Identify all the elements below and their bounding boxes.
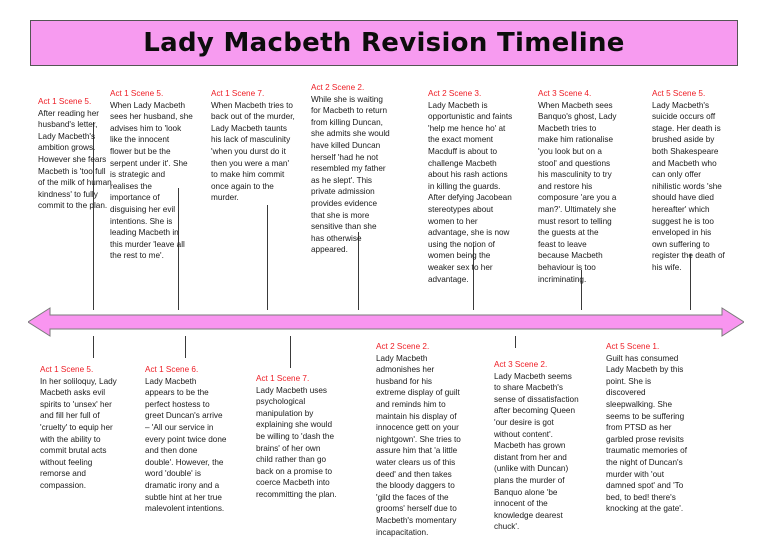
connector-line-above-4 — [358, 232, 359, 310]
connector-line-below-5 — [515, 336, 516, 348]
note-body: While she is waiting for Macbeth to retu… — [311, 94, 390, 255]
timeline-note-above-2: Act 1 Scene 5. When Lady Macbeth sees he… — [110, 88, 193, 262]
note-heading: Act 5 Scene 1. — [606, 342, 660, 351]
note-body: Lady Macbeth is opportunistic and faints… — [428, 100, 513, 284]
timeline-note-above-7: Act 5 Scene 5. Lady Macbeth's suicide oc… — [652, 88, 728, 274]
timeline-note-above-4: Act 2 Scene 2. While she is waiting for … — [311, 82, 391, 256]
note-heading: Act 1 Scene 7. — [256, 374, 310, 383]
connector-line-above-1 — [93, 122, 94, 310]
note-body: When Macbeth sees Banquo's ghost, Lady M… — [538, 100, 617, 284]
connector-line-above-7 — [690, 254, 691, 310]
note-body: Lady Macbeth appears to be the perfect h… — [145, 376, 227, 514]
connector-line-above-2 — [178, 188, 179, 310]
note-body: In her soliloquy, Lady Macbeth asks evil… — [40, 376, 117, 490]
connector-line-below-2 — [185, 336, 186, 358]
double-headed-arrow-icon — [27, 307, 745, 337]
note-heading: Act 2 Scene 3. — [428, 89, 482, 98]
note-body: Lady Macbeth uses psychological manipula… — [256, 385, 337, 499]
page-title-banner: Lady Macbeth Revision Timeline — [30, 20, 738, 66]
note-heading: Act 2 Scene 2. — [376, 342, 430, 351]
note-body: When Lady Macbeth sees her husband, she … — [110, 100, 193, 261]
note-body: Lady Macbeth seems to share Macbeth's se… — [494, 371, 579, 532]
connector-line-above-6 — [581, 270, 582, 310]
note-heading: Act 1 Scene 5. — [40, 365, 94, 374]
note-heading: Act 2 Scene 2. — [311, 83, 365, 92]
note-heading: Act 1 Scene 7. — [211, 89, 265, 98]
timeline-note-above-3: Act 1 Scene 7. When Macbeth tries to bac… — [211, 88, 295, 204]
note-heading: Act 1 Scene 5. — [38, 97, 92, 106]
timeline-arrow — [27, 306, 745, 338]
connector-line-below-1 — [93, 336, 94, 358]
timeline-note-above-6: Act 3 Scene 4. When Macbeth sees Banquo'… — [538, 88, 617, 285]
timeline-note-below-6: Act 5 Scene 1. Guilt has consumed Lady M… — [606, 341, 690, 515]
timeline-note-below-5: Act 3 Scene 2. Lady Macbeth seems to sha… — [494, 359, 579, 533]
timeline-note-below-4: Act 2 Scene 2. Lady Macbeth admonishes h… — [376, 341, 461, 538]
note-heading: Act 1 Scene 5. — [110, 89, 164, 98]
timeline-note-below-1: Act 1 Scene 5. In her soliloquy, Lady Ma… — [40, 364, 120, 492]
timeline-note-above-5: Act 2 Scene 3. Lady Macbeth is opportuni… — [428, 88, 514, 285]
timeline-note-below-3: Act 1 Scene 7. Lady Macbeth uses psychol… — [256, 373, 339, 501]
timeline-note-below-2: Act 1 Scene 6. Lady Macbeth appears to b… — [145, 364, 228, 515]
note-body: Lady Macbeth admonishes her husband for … — [376, 353, 461, 537]
connector-line-below-3 — [290, 336, 291, 368]
note-heading: Act 3 Scene 2. — [494, 360, 548, 369]
note-body: When Macbeth tries to back out of the mu… — [211, 100, 295, 203]
note-heading: Act 3 Scene 4. — [538, 89, 592, 98]
note-heading: Act 5 Scene 5. — [652, 89, 706, 98]
note-body: Lady Macbeth's suicide occurs off stage.… — [652, 100, 725, 272]
page-title: Lady Macbeth Revision Timeline — [143, 28, 625, 58]
note-body: Guilt has consumed Lady Macbeth by this … — [606, 353, 687, 514]
timeline-note-above-1: Act 1 Scene 5. After reading her husband… — [38, 96, 112, 212]
note-heading: Act 1 Scene 6. — [145, 365, 199, 374]
note-body: After reading her husband's letter, Lady… — [38, 108, 112, 211]
connector-line-above-5 — [473, 246, 474, 310]
connector-line-above-3 — [267, 205, 268, 310]
